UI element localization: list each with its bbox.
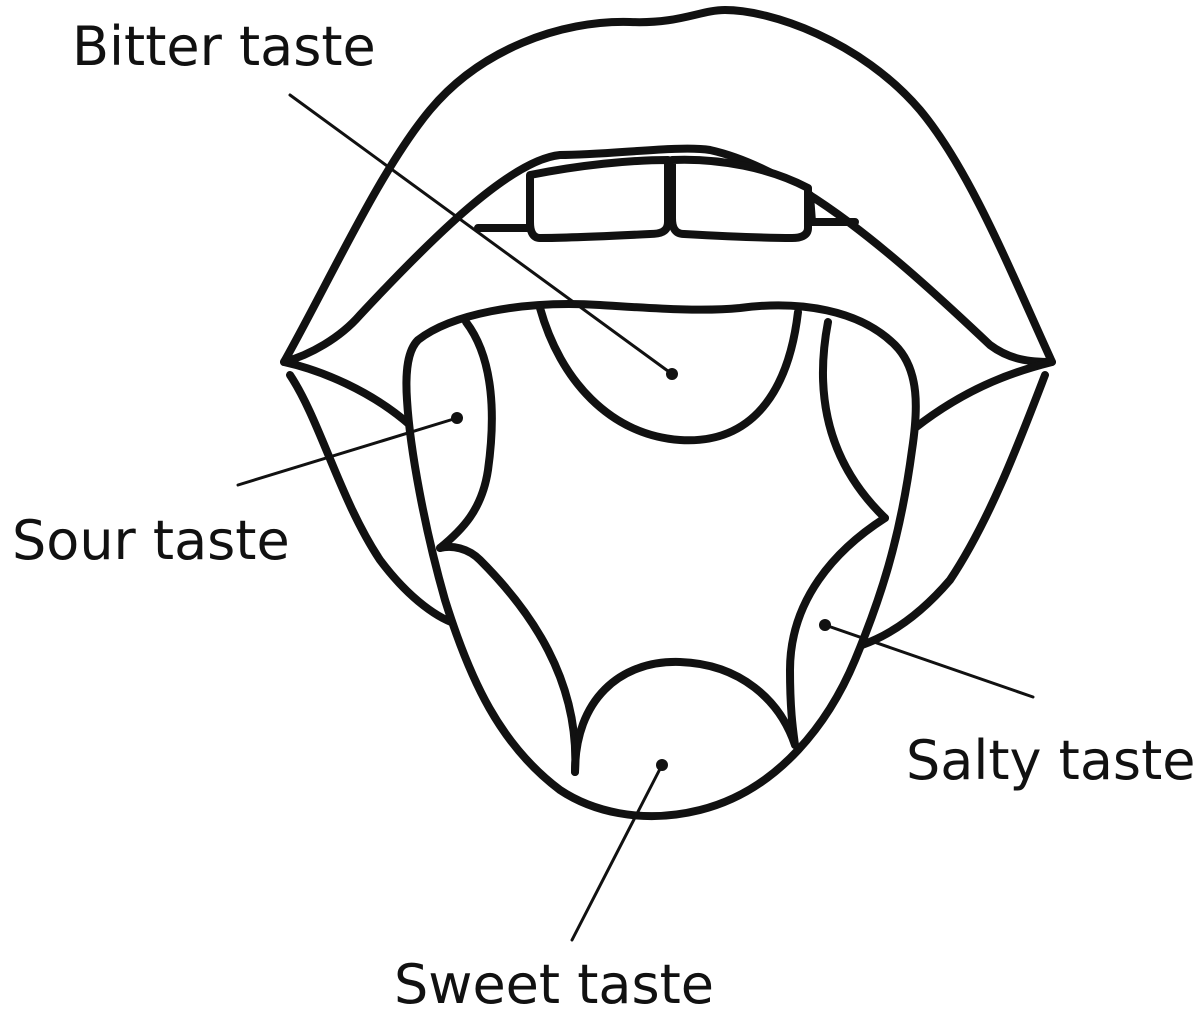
tooth-left-lateral [478, 180, 530, 228]
sour-marker-dot [451, 412, 463, 424]
bitter-taste-label: Bitter taste [72, 20, 376, 74]
salty-taste-label: Salty taste [906, 734, 1195, 788]
tooth-right-incisor [672, 160, 808, 238]
salty-marker-dot [819, 619, 831, 631]
sweet-marker-dot [656, 759, 668, 771]
sour-taste-label: Sour taste [12, 514, 290, 568]
tooth-left-incisor [530, 160, 668, 238]
bitter-marker-dot [666, 368, 678, 380]
sweet-taste-label: Sweet taste [394, 958, 714, 1012]
